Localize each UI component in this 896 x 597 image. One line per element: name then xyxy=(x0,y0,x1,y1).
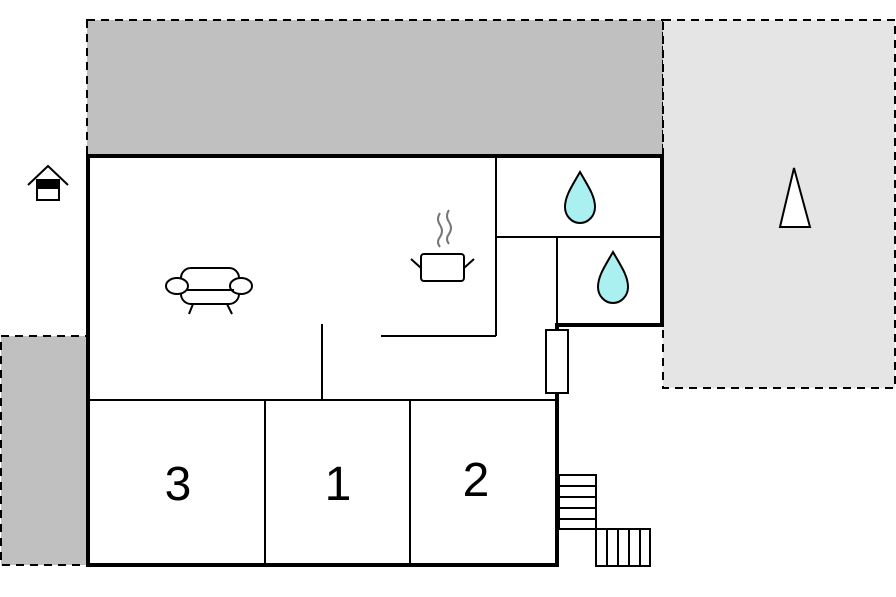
house-icon xyxy=(27,164,69,201)
water-drop-icon xyxy=(596,249,630,305)
interior-walls xyxy=(88,156,662,565)
garden-right xyxy=(662,19,896,389)
room-label-1: 1 xyxy=(325,458,352,511)
room-label-2: 2 xyxy=(463,454,490,507)
terrace-top xyxy=(86,19,664,156)
sofa-icon xyxy=(165,267,253,315)
stairs-icon xyxy=(558,474,651,567)
water-drop-icon xyxy=(563,169,597,225)
tree-icon xyxy=(778,167,812,228)
door-frame xyxy=(545,329,569,394)
cooking-pot-icon xyxy=(410,209,475,282)
room-label-3: 3 xyxy=(165,458,192,511)
terrace-left xyxy=(0,335,88,566)
